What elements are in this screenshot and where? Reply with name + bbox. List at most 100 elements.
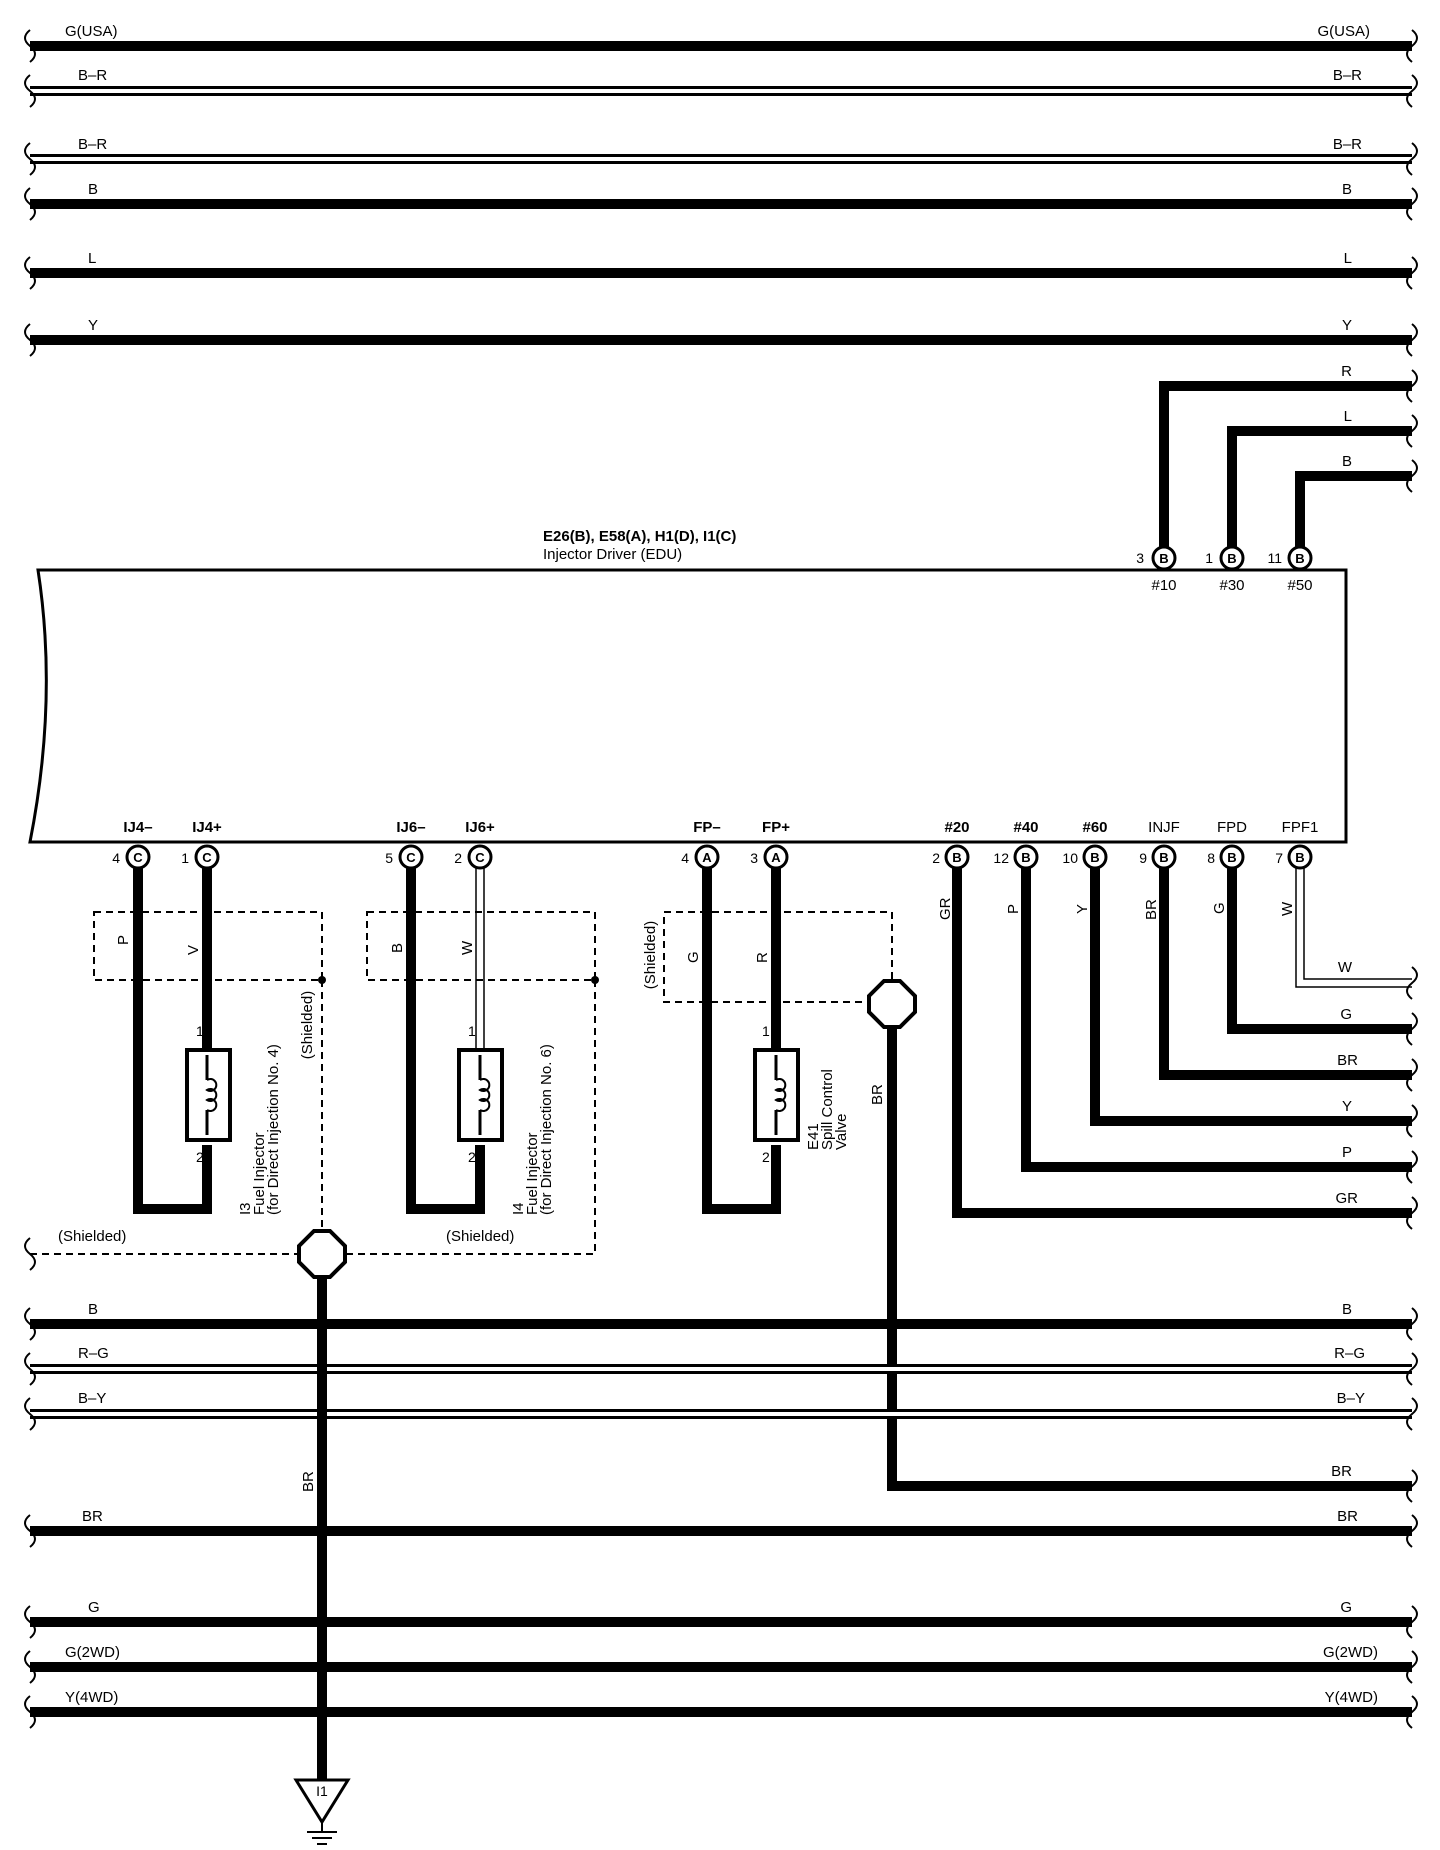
- fpf1-thin-wire: [1295, 855, 1412, 988]
- spill-br-drop-wire: [887, 1002, 1412, 1491]
- pin-number: 1: [762, 1023, 770, 1039]
- bottom-wire-g: G G: [30, 1599, 1412, 1627]
- terminal-60: 10 B: [1062, 844, 1108, 870]
- top-wire-label-right: L: [1344, 250, 1352, 267]
- ground-point: I1: [293, 1778, 351, 1845]
- terminal-name: IJ6–: [396, 819, 425, 836]
- shield-junction-dots: [318, 976, 599, 984]
- connector-letter: A: [702, 850, 712, 865]
- wire-color-label: Y: [1342, 1098, 1352, 1115]
- bottom-wire-g-2wd: G(2WD) G(2WD): [30, 1644, 1412, 1672]
- terminal-fpf1: 7 B: [1275, 844, 1313, 870]
- pin-number: 7: [1275, 850, 1283, 866]
- ground-id: I1: [316, 1783, 328, 1799]
- connector-letter: B: [952, 850, 961, 865]
- terminal-name: #50: [1287, 577, 1312, 594]
- spill-valve-wiring: [702, 855, 781, 1214]
- top-wire-label-left: B–R: [78, 67, 107, 84]
- bottom-wire-label-right: B: [1342, 1301, 1352, 1318]
- bottom-wire-label-right: BR: [1337, 1508, 1358, 1525]
- connector-letter: B: [1159, 551, 1168, 566]
- wire-color-label: V: [185, 945, 202, 955]
- ecu-bottom-right-wires: [952, 855, 1412, 1218]
- top-terminal-10: 3 B #10: [1136, 545, 1177, 594]
- coil-icon: [205, 1078, 218, 1112]
- shield-label: (Shielded): [642, 921, 659, 989]
- top-wire-label-left: B: [88, 181, 98, 198]
- pin-number: 2: [454, 850, 462, 866]
- fuel-injector-i4: 1 2: [457, 1023, 504, 1165]
- terminal-name: FPF1: [1282, 819, 1319, 836]
- top-wire-g-usa: G(USA) G(USA): [30, 23, 1412, 51]
- fuel-injector-i3: 1 2: [185, 1023, 232, 1165]
- wire-break-mark: [1406, 1469, 1418, 1503]
- bottom-terminal-circles: 4 C 1 C 5 C 2 C 4 A 3 A 2: [112, 844, 1313, 870]
- right-wire-break-marks: [1406, 966, 1418, 1230]
- connector-letter: B: [1227, 850, 1236, 865]
- pin-number: 3: [1136, 550, 1144, 566]
- top-wire-label-right: B–R: [1333, 136, 1362, 153]
- wire-color-label: W: [459, 940, 476, 955]
- terminal-ij6-minus: 5 C: [385, 844, 424, 870]
- component-id: E41: [805, 1123, 822, 1150]
- connector-letter: C: [406, 850, 416, 865]
- bottom-wire-break-marks: [24, 1307, 1418, 1729]
- terminal-name: #30: [1219, 577, 1244, 594]
- terminal-20: 2 B: [932, 844, 970, 870]
- shield-break-mark: [24, 1237, 36, 1271]
- top-wire-l: L L: [30, 250, 1412, 278]
- terminal-name: FP+: [762, 819, 790, 836]
- pin-number: 1: [468, 1023, 476, 1039]
- wire-color-label: BR: [869, 1084, 886, 1105]
- bottom-wire-label-left: B: [88, 1301, 98, 1318]
- injector-i4-thin-wire: [475, 855, 485, 1050]
- shield-label: (Shielded): [446, 1228, 514, 1245]
- wire-color-label: R: [754, 952, 771, 963]
- injector-i3-wiring: [133, 855, 212, 1214]
- connector-letter: C: [202, 850, 212, 865]
- wire-color-label: BR: [1331, 1463, 1352, 1480]
- wire-color-label: P: [115, 935, 132, 945]
- wire-color-label: W: [1279, 901, 1296, 916]
- shield-label: (Shielded): [58, 1228, 126, 1245]
- bottom-terminal-names: IJ4– IJ4+ IJ6– IJ6+ FP– FP+ #20 #40 #60 …: [123, 819, 1318, 836]
- connector-letter: B: [1021, 850, 1030, 865]
- connector-letter: B: [1090, 850, 1099, 865]
- component-name: Spill Control: [819, 1069, 836, 1150]
- injector-i4-wiring: [406, 855, 485, 1214]
- component-name: Fuel Injector: [251, 1132, 268, 1215]
- terminal-fp-minus: 4 A: [681, 844, 720, 870]
- connector-letter: B: [1227, 551, 1236, 566]
- pin-number: 11: [1267, 550, 1282, 566]
- shield-label: (Shielded): [299, 991, 316, 1059]
- shield-outlines: [30, 911, 893, 1255]
- component-name: Fuel Injector: [524, 1132, 541, 1215]
- wire-color-label: BR: [1143, 899, 1160, 920]
- pin-number: 5: [385, 850, 393, 866]
- top-wire-label-right: B–R: [1333, 67, 1362, 84]
- top-wire-label-right: B: [1342, 181, 1352, 198]
- wire-color-label: GR: [937, 897, 954, 920]
- top-wire-b-r-2: B–R B–R: [30, 136, 1412, 164]
- terminal-name: FPD: [1217, 819, 1247, 836]
- terminal-name: #60: [1082, 819, 1107, 836]
- bottom-wire-label-right: G(2WD): [1323, 1644, 1378, 1661]
- pin-number: 9: [1139, 850, 1147, 866]
- bottom-wire-y-4wd: Y(4WD) Y(4WD): [30, 1689, 1412, 1717]
- pin-number: 2: [932, 850, 940, 866]
- pin-number: 12: [993, 850, 1009, 866]
- pin-number: 2: [196, 1149, 204, 1165]
- bottom-wire-label-left: BR: [82, 1508, 103, 1525]
- connector-letter: C: [475, 850, 485, 865]
- top-wire-label-left: Y: [88, 317, 98, 334]
- top-wire-label-left: B–R: [78, 136, 107, 153]
- ecu-connectors: E26(B), E58(A), H1(D), I1(C): [543, 528, 736, 545]
- bottom-wire-b: B B: [30, 1301, 1412, 1329]
- coil-icon: [774, 1078, 787, 1112]
- bottom-wire-label-left: G(2WD): [65, 1644, 120, 1661]
- connector-letter: B: [1295, 551, 1304, 566]
- top-terminal-wire-label: R: [1341, 363, 1352, 380]
- connector-letter: C: [133, 850, 143, 865]
- pin-number: 1: [1205, 550, 1213, 566]
